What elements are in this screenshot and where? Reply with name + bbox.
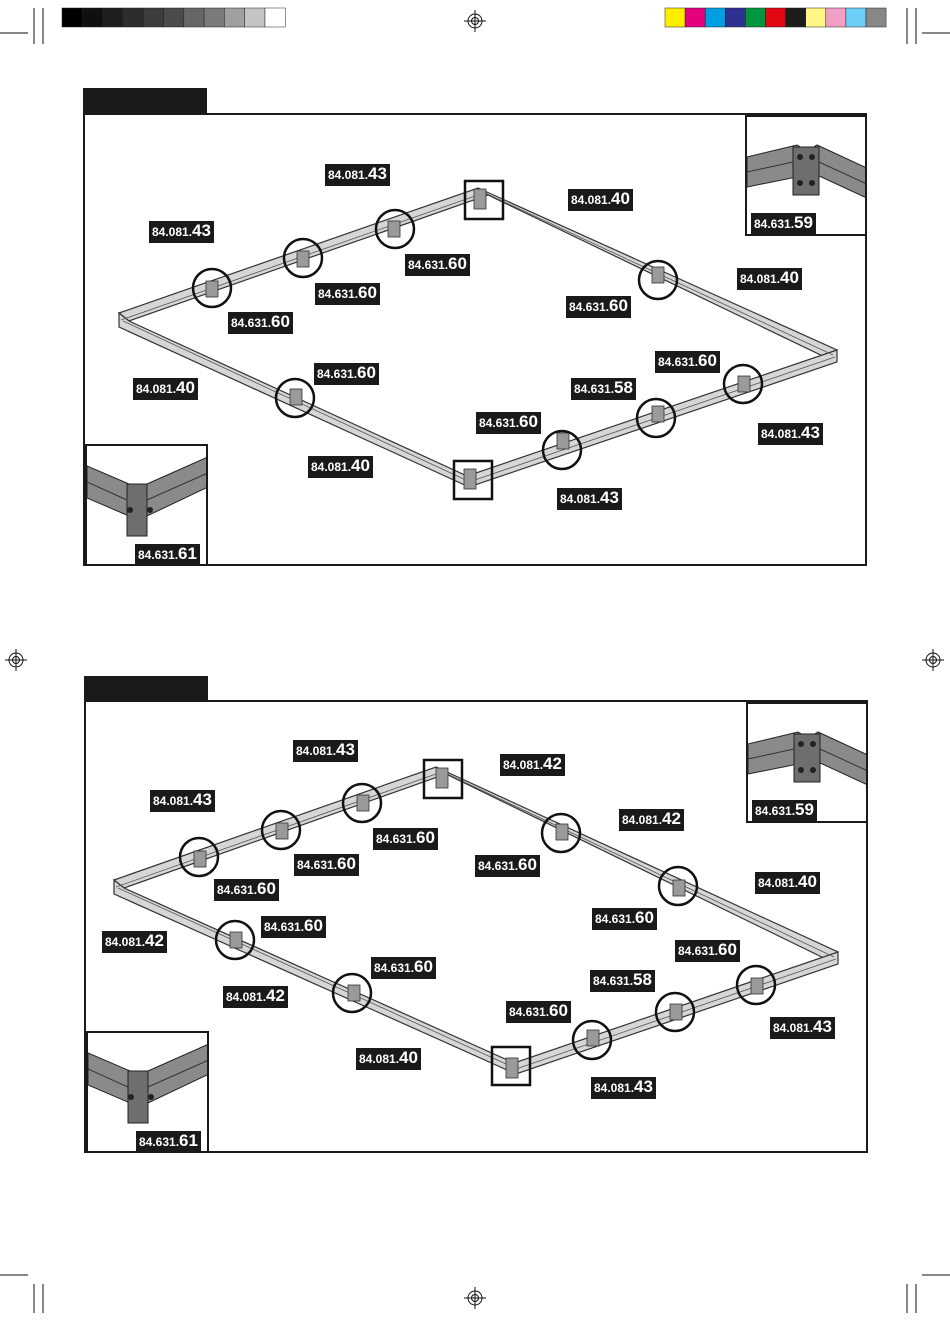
part-label: 84.631.60	[315, 283, 380, 305]
print-swatch	[684, 7, 706, 28]
part-label: 84.631.58	[571, 378, 636, 400]
print-swatch	[765, 7, 786, 28]
label-inset-top: 84.631.59	[752, 800, 817, 821]
part-label: 84.081.40	[133, 378, 198, 400]
part-label: 84.631.60	[475, 855, 540, 877]
print-swatch	[82, 7, 103, 28]
inset-corner-top-2: 84.631.59	[746, 702, 868, 823]
part-label: 84.081.42	[500, 754, 565, 776]
part-label: 84.081.43	[149, 221, 214, 243]
part-label: 84.631.60	[214, 879, 279, 901]
print-swatch	[183, 7, 205, 28]
part-label: 84.081.43	[150, 790, 215, 812]
print-swatch	[102, 7, 124, 28]
part-label: 84.631.60	[228, 312, 293, 334]
corner-detail-icon	[87, 457, 206, 537]
frame-diagram-2	[112, 758, 839, 1087]
part-label: 84.631.60	[294, 854, 359, 876]
step-tab-1	[83, 88, 207, 114]
part-label: 84.631.60	[506, 1001, 571, 1023]
assembly-panel-1: 84.631.59 84.631.61 84.081.43 84.081.40 …	[83, 113, 867, 566]
part-label: 84.081.43	[325, 164, 390, 186]
part-label: 84.081.42	[223, 986, 288, 1008]
step-tab-2	[84, 676, 208, 702]
part-label: 84.631.60	[314, 363, 379, 385]
part-label: 84.631.58	[590, 970, 655, 992]
part-label: 84.081.40	[568, 189, 633, 211]
corner-detail-icon	[88, 1044, 207, 1124]
label-inset-top: 84.631.59	[751, 213, 816, 234]
part-label: 84.631.60	[405, 254, 470, 276]
print-swatch	[61, 7, 83, 28]
part-label: 84.081.40	[737, 268, 802, 290]
label-inset-bottom: 84.631.61	[135, 544, 200, 564]
print-swatch	[142, 7, 164, 28]
part-label: 84.631.60	[476, 412, 541, 434]
part-label: 84.631.60	[592, 908, 657, 930]
part-label: 84.081.40	[356, 1048, 421, 1070]
part-label: 84.081.43	[758, 423, 823, 445]
part-label: 84.081.43	[591, 1077, 656, 1099]
label-inset-bottom: 84.631.61	[136, 1131, 201, 1151]
print-swatch	[785, 7, 806, 28]
print-swatch	[805, 7, 827, 28]
part-label: 84.631.60	[566, 296, 631, 318]
part-label: 84.081.42	[102, 931, 167, 953]
print-swatch	[122, 7, 144, 28]
corner-detail-icon	[747, 144, 865, 198]
print-swatch	[865, 7, 887, 28]
part-label: 84.081.40	[308, 456, 373, 478]
part-label: 84.631.60	[261, 916, 326, 938]
inset-corner-top-1: 84.631.59	[745, 115, 867, 236]
assembly-panel-2: 84.631.59 84.631.61 84.081.43 84.081.42 …	[84, 700, 868, 1153]
print-swatch	[244, 7, 266, 28]
part-label: 84.081.43	[557, 488, 622, 510]
part-label: 84.081.42	[619, 809, 684, 831]
print-swatch	[203, 7, 225, 28]
print-swatch	[825, 7, 847, 28]
print-swatch	[725, 7, 746, 28]
part-label: 84.081.40	[755, 872, 820, 894]
print-swatch	[664, 7, 686, 28]
print-swatch	[704, 7, 726, 28]
print-swatch	[845, 7, 867, 28]
inset-corner-bottom-1: 84.631.61	[85, 444, 208, 566]
part-label: 84.631.60	[371, 957, 436, 979]
part-label: 84.631.60	[655, 351, 720, 373]
part-label: 84.631.60	[373, 828, 438, 850]
part-label: 84.081.43	[293, 740, 358, 762]
corner-detail-icon	[748, 731, 866, 785]
part-label: 84.081.43	[770, 1017, 835, 1039]
print-swatch	[224, 7, 245, 28]
print-swatch	[163, 7, 185, 28]
part-label: 84.631.60	[675, 940, 740, 962]
print-swatch	[745, 7, 766, 28]
frame-diagram-1	[117, 179, 838, 501]
print-swatch	[264, 7, 286, 28]
inset-corner-bottom-2: 84.631.61	[86, 1031, 209, 1153]
